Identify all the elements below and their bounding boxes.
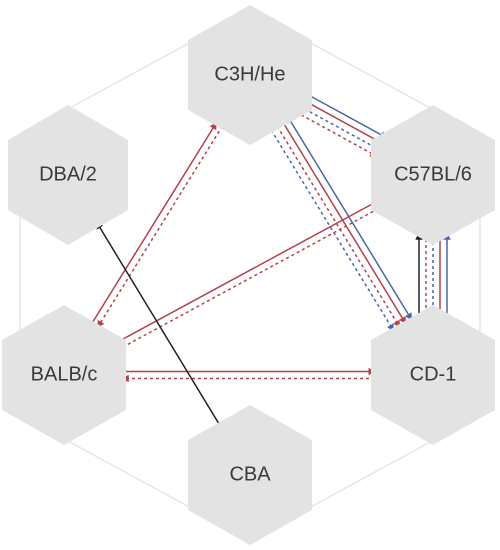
node-dba-label: DBA/2	[39, 163, 97, 185]
node-c3h: C3H/He	[188, 5, 312, 145]
node-c57: C57BL/6	[371, 105, 495, 245]
edge-cba-to-dba-black-solid	[95, 221, 221, 426]
node-balb: BALB/c	[2, 305, 126, 445]
edge-c3h-to-cd1-blue-solid	[288, 118, 413, 321]
node-balb-hexagon	[2, 305, 126, 445]
edge-balb-to-c57-red-solid	[112, 198, 381, 345]
node-c3h-label: C3H/He	[214, 63, 285, 85]
node-cd1-label: CD-1	[410, 363, 457, 385]
node-cd1-hexagon	[371, 305, 495, 445]
node-dba-hexagon	[8, 105, 128, 245]
node-balb-label: BALB/c	[31, 363, 98, 385]
edge-balb-to-c3h-red-solid	[90, 121, 218, 325]
edge-c3h-to-cd1-red-solid	[282, 122, 407, 325]
edge-c3h-to-c57-blue-solid	[305, 92, 388, 139]
node-dba: DBA/2	[8, 105, 128, 245]
node-c57-label: C57BL/6	[394, 163, 472, 185]
edge-c3h-to-c57-red-solid	[302, 99, 385, 145]
node-cba-label: CBA	[229, 463, 271, 485]
node-cba-hexagon	[188, 405, 312, 545]
edge-c57-to-balb-red-dashed	[116, 205, 385, 352]
node-c57-hexagon	[371, 105, 495, 245]
edges-layer	[90, 92, 451, 426]
node-cba: CBA	[188, 405, 312, 545]
node-c3h-hexagon	[188, 5, 312, 145]
node-cd1: CD-1	[371, 305, 495, 445]
